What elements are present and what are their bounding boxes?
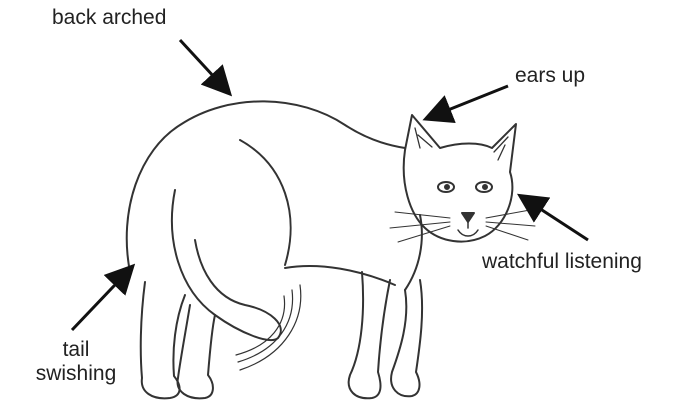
arrow-back-arched — [180, 40, 228, 92]
cat-belly — [285, 266, 395, 285]
cat-nose — [462, 213, 474, 222]
tail-motion-line-1 — [240, 285, 301, 370]
cat-drawing — [127, 101, 535, 398]
cat-front-leg-left — [349, 272, 390, 398]
label-ears-up: ears up — [515, 64, 585, 88]
cat-pupil-right — [483, 185, 487, 189]
label-tail-swishing: tail swishing — [20, 338, 132, 386]
cat-haunch — [240, 140, 291, 265]
cat-front-leg-right — [391, 280, 422, 396]
arrow-ears-up — [428, 86, 508, 118]
label-tail-line2: swishing — [20, 362, 132, 386]
label-tail-line1: tail — [20, 338, 132, 362]
label-back-arched: back arched — [52, 6, 166, 30]
cat-mouth — [458, 222, 478, 236]
label-watchful-listening: watchful listening — [482, 250, 642, 274]
arrow-tail-swishing — [72, 268, 131, 330]
cat-hind-leg-right — [178, 305, 215, 398]
cat-head-outline — [404, 115, 516, 242]
arrow-watchful-listening — [522, 197, 588, 240]
cat-inner-ear-right — [494, 137, 508, 160]
cat-pupil-left — [445, 185, 449, 189]
cat-whiskers-right — [486, 210, 535, 240]
cat-back-outline — [127, 101, 405, 272]
cat-inner-ear-left — [415, 128, 432, 148]
annotation-arrows — [72, 40, 588, 330]
